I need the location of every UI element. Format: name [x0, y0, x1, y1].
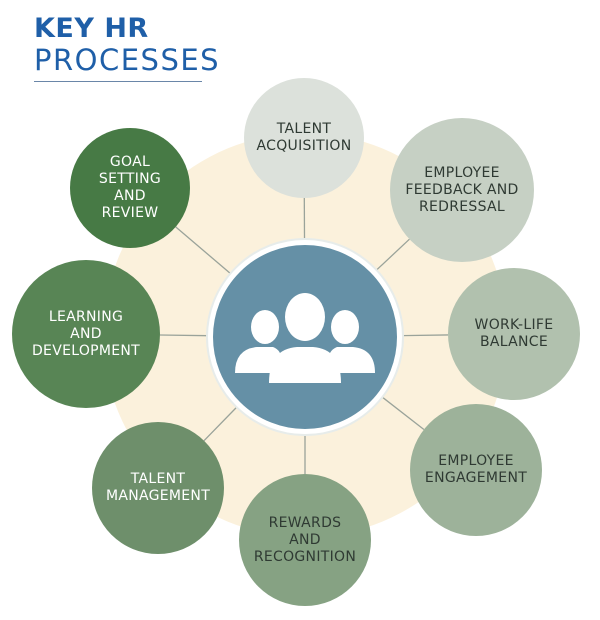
connector-employee-engagement: [381, 396, 425, 430]
center-hub: [208, 240, 402, 434]
process-node-goal-setting: GOAL SETTING AND REVIEW: [70, 128, 190, 248]
process-label-work-life-balance: WORK-LIFE BALANCE: [474, 317, 554, 350]
process-node-talent-acquisition: TALENT ACQUISITION: [244, 78, 364, 198]
people-group-icon: [235, 293, 375, 383]
process-label-rewards-recognition: REWARDS AND RECOGNITION: [253, 514, 357, 565]
process-label-talent-acquisition: TALENT ACQUISITION: [256, 121, 352, 154]
connector-work-life-balance: [401, 334, 449, 337]
connector-goal-setting: [175, 226, 232, 275]
process-node-work-life-balance: WORK-LIFE BALANCE: [448, 268, 580, 400]
process-node-employee-feedback: EMPLOYEE FEEDBACK AND REDRESSAL: [390, 118, 534, 262]
process-label-learning-development: LEARNING AND DEVELOPMENT: [31, 308, 141, 359]
connector-learning-development: [159, 334, 209, 337]
process-node-rewards-recognition: REWARDS AND RECOGNITION: [239, 474, 371, 606]
title-line-2: PROCESSES: [34, 43, 221, 77]
title-line-1: KEY HR: [34, 13, 149, 44]
connector-employee-feedback: [375, 238, 410, 272]
process-label-employee-feedback: EMPLOYEE FEEDBACK AND REDRESSAL: [405, 164, 519, 215]
connector-lines: [159, 197, 449, 474]
process-label-goal-setting: GOAL SETTING AND REVIEW: [98, 154, 162, 221]
process-node-talent-management: TALENT MANAGEMENT: [92, 422, 224, 554]
title-block: KEY HR PROCESSES: [34, 13, 221, 77]
process-node-learning-development: LEARNING AND DEVELOPMENT: [12, 260, 160, 408]
process-label-employee-engagement: EMPLOYEE ENGAGEMENT: [424, 453, 528, 486]
connector-talent-management: [203, 406, 238, 442]
process-node-employee-engagement: EMPLOYEE ENGAGEMENT: [410, 404, 542, 536]
title-underline: [34, 81, 202, 82]
process-label-talent-management: TALENT MANAGEMENT: [105, 471, 211, 504]
